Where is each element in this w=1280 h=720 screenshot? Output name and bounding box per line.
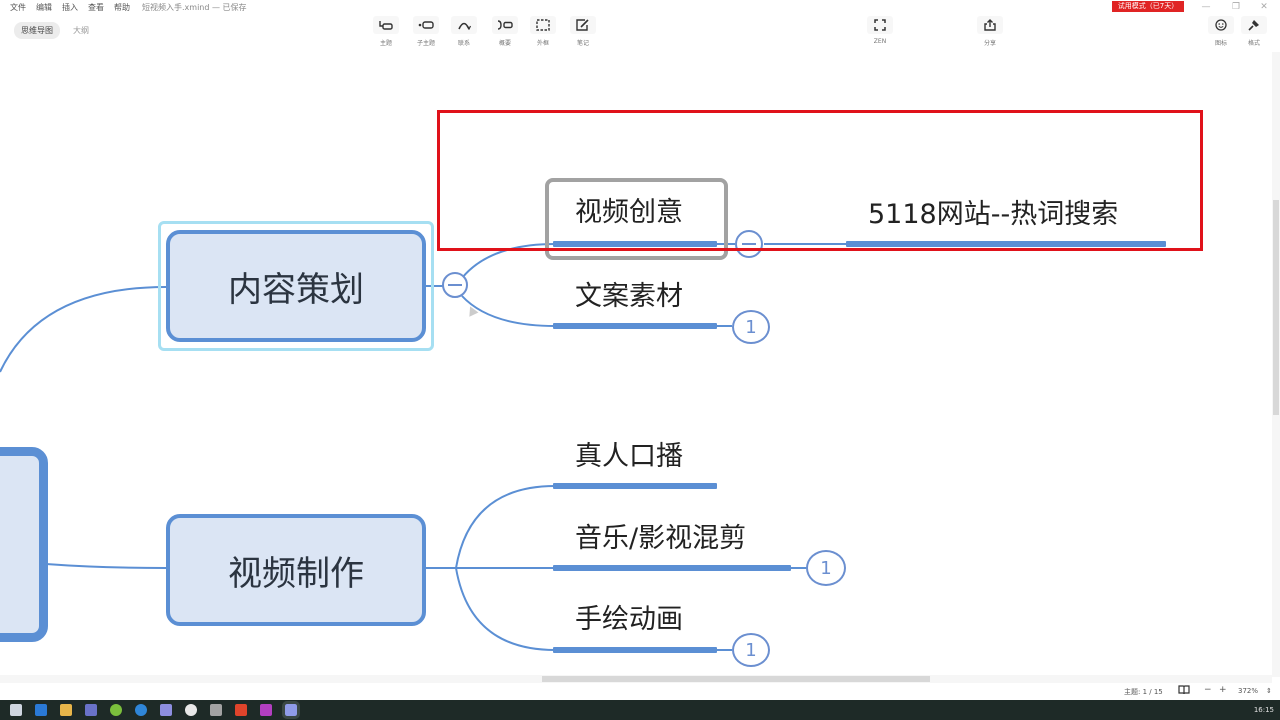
zoom-out-button[interactable]: −	[1204, 685, 1212, 695]
taskbar-clock: 16:15	[1253, 706, 1274, 714]
topic-button[interactable]: 主题	[371, 14, 401, 48]
subtopic-live-presenter[interactable]: 真人口播	[575, 441, 683, 472]
view-mode-tabs: 思维导图 大纲	[14, 22, 102, 39]
subtopic-5118-hotword-search[interactable]: 5118网站--热词搜索	[868, 199, 1119, 230]
book-icon[interactable]	[1178, 685, 1190, 697]
vertical-scrollbar[interactable]	[1272, 52, 1280, 677]
selection-halo	[158, 221, 434, 351]
subtopic-video-idea[interactable]: 视频创意	[575, 197, 683, 228]
windows-start-icon[interactable]	[10, 704, 22, 716]
app-icon-green[interactable]	[110, 704, 122, 716]
menu-insert[interactable]: 插入	[62, 2, 78, 12]
status-bar: 主题: 1 / 15 − + 372% ⇕	[0, 683, 1280, 700]
icon-panel-button[interactable]: 图标	[1206, 14, 1236, 48]
menu-file[interactable]: 文件	[10, 2, 26, 12]
horizontal-scroll-thumb[interactable]	[542, 676, 930, 682]
menu-view[interactable]: 查看	[88, 2, 104, 12]
trial-mode-badge[interactable]: 试用模式（已7天）	[1112, 1, 1184, 12]
minimize-button[interactable]: —	[1201, 2, 1211, 12]
subtopic-underline	[846, 241, 1166, 247]
subtopic-icon	[413, 16, 439, 34]
app-icon-violet[interactable]	[260, 704, 272, 716]
subtopic-underline	[553, 483, 717, 489]
format-brush-icon	[1241, 16, 1267, 34]
collapse-toggle-video-idea[interactable]	[735, 230, 763, 258]
zen-icon	[867, 16, 893, 34]
relationship-button[interactable]: 联系	[449, 14, 479, 48]
main-topic-content-planning[interactable]: 内容策划	[166, 230, 426, 342]
restore-button[interactable]: ❐	[1231, 2, 1241, 12]
tab-mindmap[interactable]: 思维导图	[14, 22, 60, 39]
subtopic-copy-materials[interactable]: 文案素材	[575, 281, 683, 312]
boundary-icon	[530, 16, 556, 34]
share-button[interactable]: 分享	[975, 14, 1005, 48]
topic-count: 主题: 1 / 15	[1124, 688, 1163, 696]
subtopic-button[interactable]: 子主题	[411, 14, 441, 48]
mindmap-canvas[interactable]: 内容策划 视频创意 5118网站--热词搜索 文案素材 1 视频制作	[0, 52, 1272, 677]
expand-toggle-copy-materials[interactable]: 1	[732, 310, 770, 344]
subtopic-underline	[553, 647, 717, 653]
horizontal-scrollbar[interactable]	[0, 675, 1272, 683]
share-icon	[977, 16, 1003, 34]
collapse-toggle-content-planning[interactable]	[442, 272, 468, 298]
document-title: 短视频入手.xmind — 已保存	[142, 2, 247, 12]
emoji-icon	[1208, 16, 1234, 34]
menu-help[interactable]: 帮助	[114, 2, 130, 12]
expand-toggle-hand-drawn-animation[interactable]: 1	[732, 633, 770, 667]
expand-toggle-music-film-remix[interactable]: 1	[806, 550, 846, 586]
topic-icon	[373, 16, 399, 34]
app-icon-blue-globe[interactable]	[135, 704, 147, 716]
notes-button[interactable]: 笔记	[568, 14, 598, 48]
summary-icon	[492, 16, 518, 34]
zoom-in-button[interactable]: +	[1219, 685, 1227, 695]
subtopic-hand-drawn-animation[interactable]: 手绘动画	[575, 604, 683, 635]
summary-button[interactable]: 概要	[490, 14, 520, 48]
subtopic-music-film-remix[interactable]: 音乐/影视混剪	[575, 523, 747, 554]
central-topic[interactable]	[0, 447, 48, 642]
file-explorer-icon[interactable]	[60, 704, 72, 716]
menu-bar: 文件 编辑 插入 查看 帮助 短视频入手.xmind — 已保存	[0, 0, 1280, 14]
subtopic-underline	[553, 323, 717, 329]
windows-taskbar: 16:15	[0, 700, 1280, 720]
app-icon-grey[interactable]	[210, 704, 222, 716]
connection-lines	[0, 243, 846, 651]
vertical-scroll-thumb[interactable]	[1273, 200, 1279, 415]
menu-edit[interactable]: 编辑	[36, 2, 52, 12]
app-icon-purple[interactable]	[85, 704, 97, 716]
app-icon-mail[interactable]	[160, 704, 172, 716]
main-topic-video-production[interactable]: 视频制作	[166, 514, 426, 626]
red-annotation-box	[437, 110, 1203, 251]
app-icon-play[interactable]	[185, 704, 197, 716]
zoom-level[interactable]: 372%	[1238, 687, 1259, 695]
tab-outline[interactable]: 大纲	[73, 26, 89, 35]
subtopic-selection-frame	[545, 178, 728, 260]
notes-icon	[570, 16, 596, 34]
zoom-stepper-icon[interactable]: ⇕	[1266, 687, 1272, 695]
subtopic-underline	[553, 565, 791, 571]
subtopic-underline	[553, 241, 717, 247]
format-panel-button[interactable]: 格式	[1239, 14, 1269, 48]
app-icon-red[interactable]	[235, 704, 247, 716]
xmind-app-icon[interactable]	[282, 701, 300, 719]
edge-browser-icon[interactable]	[35, 704, 47, 716]
zen-button[interactable]: ZEN	[865, 14, 895, 48]
boundary-button[interactable]: 外框	[528, 14, 558, 48]
relationship-icon	[451, 16, 477, 34]
close-button[interactable]: ✕	[1260, 2, 1268, 12]
